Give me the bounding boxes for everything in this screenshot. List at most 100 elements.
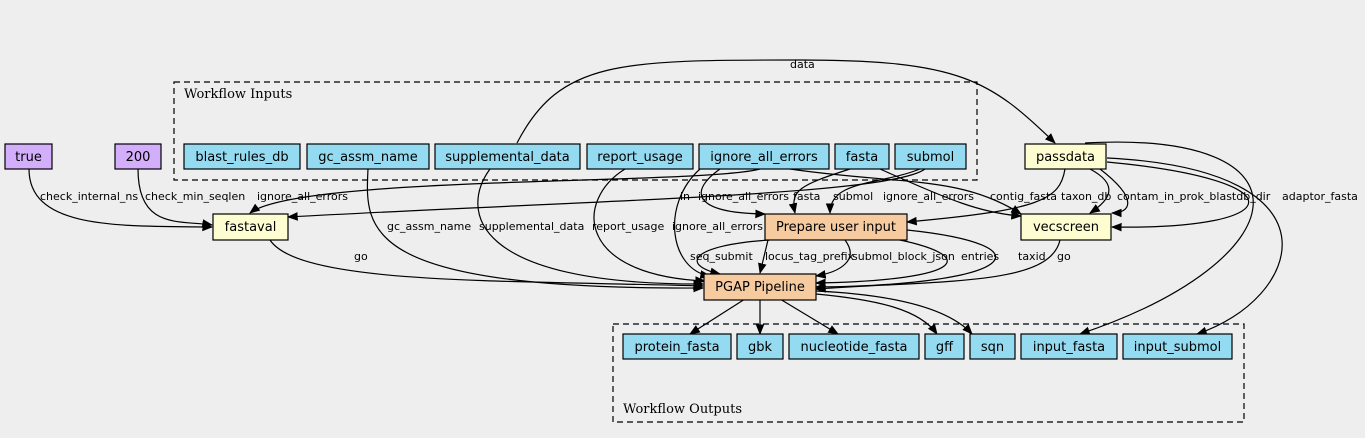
node-protein-fasta[interactable]: protein_fasta: [622, 333, 732, 360]
edge-go-fastaval: [269, 239, 705, 291]
node-input-fasta[interactable]: input_fasta: [1020, 333, 1118, 360]
edge-data: [516, 59, 1056, 144]
edge-report-usage: [593, 168, 707, 285]
node-blast-rules-db[interactable]: blast_rules_db: [183, 143, 301, 170]
edge-label-ignore-pgap: ignore_all_errors: [672, 220, 763, 233]
node-vecscreen-label: vecscreen: [1033, 220, 1099, 235]
edge-label-submol-block: submol_block_json: [852, 250, 955, 263]
edge-entries: [814, 237, 948, 288]
node-const-true-label: true: [15, 150, 42, 165]
edge-label-data: data: [790, 58, 815, 71]
edge-supplemental: [477, 168, 705, 289]
node-sqn[interactable]: sqn: [969, 333, 1016, 360]
node-report-usage[interactable]: report_usage: [586, 143, 694, 170]
node-const-200-label: 200: [126, 150, 151, 165]
edge-label-adaptor: adaptor_fasta: [1282, 190, 1358, 203]
edge-label-go-fastaval: go: [354, 250, 368, 263]
node-nucleotide-fasta-label: nucleotide_fasta: [800, 340, 907, 355]
node-input-submol[interactable]: input_submol: [1122, 333, 1233, 360]
node-ignore-all-errors[interactable]: ignore_all_errors: [698, 143, 830, 170]
node-fasta[interactable]: fasta: [834, 143, 890, 170]
workflow-outputs-label: Workflow Outputs: [623, 402, 742, 417]
node-sqn-label: sqn: [981, 340, 1004, 355]
edge-passdata-prepare: [905, 168, 1066, 226]
node-report-usage-label: report_usage: [597, 150, 682, 165]
edge-label-supplemental: supplemental_data: [479, 220, 584, 233]
edge-go-vec: [814, 239, 1061, 293]
edge-label-contig-fasta: contig_fasta: [990, 190, 1057, 203]
edge-label-check-internal-ns: check_internal_ns: [40, 190, 138, 203]
edge-label-ignore-vec: ignore_all_errors: [883, 190, 974, 203]
edge-out-gff: [815, 293, 938, 335]
node-passdata[interactable]: passdata: [1024, 143, 1107, 170]
edge-label-taxid: taxid: [1018, 250, 1046, 263]
node-prepare-user-input[interactable]: Prepare user input: [764, 213, 908, 241]
node-passdata-label: passdata: [1036, 150, 1095, 165]
edge-ignore-fastaval: [249, 168, 761, 214]
edge-contig-fasta: [879, 168, 1023, 220]
edge-out-input-submol: [1106, 157, 1283, 336]
node-gbk[interactable]: gbk: [736, 333, 784, 360]
edge-label-in: in: [680, 190, 690, 203]
edge-in: [286, 168, 926, 221]
node-const-200[interactable]: 200: [114, 143, 162, 170]
node-const-true[interactable]: true: [4, 143, 53, 170]
edge-ignore-prepare: [700, 168, 767, 219]
edge-ignore-pgap: [674, 168, 712, 279]
edge-label-locus-tag: locus_tag_prefix: [765, 250, 855, 263]
node-input-submol-label: input_submol: [1134, 340, 1221, 355]
edge-label-report-usage: report_usage: [592, 220, 665, 233]
edge-label-submol: submol: [833, 190, 873, 203]
node-input-fasta-label: input_fasta: [1033, 340, 1105, 355]
edge-check-min-seqlen: [137, 168, 214, 228]
edge-seq-submit: [696, 239, 771, 277]
edge-ignore-vec: [789, 168, 1022, 215]
edge-label-ignore-fastaval: ignore_all_errors: [257, 190, 348, 203]
node-gc-assm-name-label: gc_assm_name: [318, 150, 417, 165]
edge-out-input-fasta: [1078, 141, 1254, 335]
node-ignore-all-errors-label: ignore_all_errors: [710, 150, 818, 165]
edge-taxid: [814, 229, 997, 292]
edge-contam: [1099, 168, 1129, 218]
edge-taxon-db: [1089, 168, 1110, 214]
edge-submol: [825, 168, 921, 215]
node-fastaval-label: fastaval: [225, 220, 277, 235]
edge-label-ignore-prepare: ignore_all_errors: [698, 190, 789, 203]
edge-label-check-min-seqlen: check_min_seqlen: [145, 190, 245, 203]
node-gff[interactable]: gff: [924, 333, 965, 360]
edge-gc-assm-name: [366, 168, 705, 293]
node-supplemental-data[interactable]: supplemental_data: [434, 143, 581, 170]
node-submol-label: submol: [907, 150, 955, 165]
edge-label-taxon-db: taxon_db: [1061, 190, 1111, 203]
edge-adaptor: [1106, 161, 1249, 232]
edge-label-contam: contam_in_prok_blastdb_dir: [1117, 190, 1271, 203]
edge-locus-tag: [758, 239, 769, 275]
edge-out-protein: [689, 298, 746, 335]
edge-out-nucleotide: [779, 298, 839, 335]
node-fastaval[interactable]: fastaval: [212, 213, 289, 241]
node-prepare-user-input-label: Prepare user input: [776, 220, 896, 235]
node-fasta-label: fasta: [846, 150, 878, 165]
edge-label-gc-assm-name: gc_assm_name: [387, 220, 471, 233]
workflow-inputs-label: Workflow Inputs: [184, 87, 292, 102]
node-supplemental-data-label: supplemental_data: [445, 150, 569, 165]
edge-fasta: [788, 168, 851, 215]
node-gff-label: gff: [936, 340, 954, 355]
node-protein-fasta-label: protein_fasta: [634, 340, 719, 355]
edge-label-fasta: fasta: [793, 190, 820, 203]
nodes: true 200 blast_rules_db gc_assm_name sup…: [4, 143, 1233, 360]
node-blast-rules-db-label: blast_rules_db: [195, 150, 288, 165]
edge-label-seq-submit: seq_submit: [690, 250, 753, 263]
node-pgap-pipeline[interactable]: PGAP Pipeline: [703, 273, 817, 301]
edge-label-go-vec: go: [1057, 250, 1071, 263]
node-submol[interactable]: submol: [894, 143, 967, 170]
node-pgap-pipeline-label: PGAP Pipeline: [715, 280, 805, 295]
edges: [28, 59, 1283, 336]
node-gc-assm-name[interactable]: gc_assm_name: [306, 143, 430, 170]
edge-submol-block: [814, 239, 851, 279]
edge-labels: data check_internal_ns check_min_seqlen …: [40, 58, 1358, 263]
edge-check-internal-ns: [28, 168, 214, 232]
node-vecscreen[interactable]: vecscreen: [1020, 213, 1112, 241]
node-nucleotide-fasta[interactable]: nucleotide_fasta: [788, 333, 920, 360]
